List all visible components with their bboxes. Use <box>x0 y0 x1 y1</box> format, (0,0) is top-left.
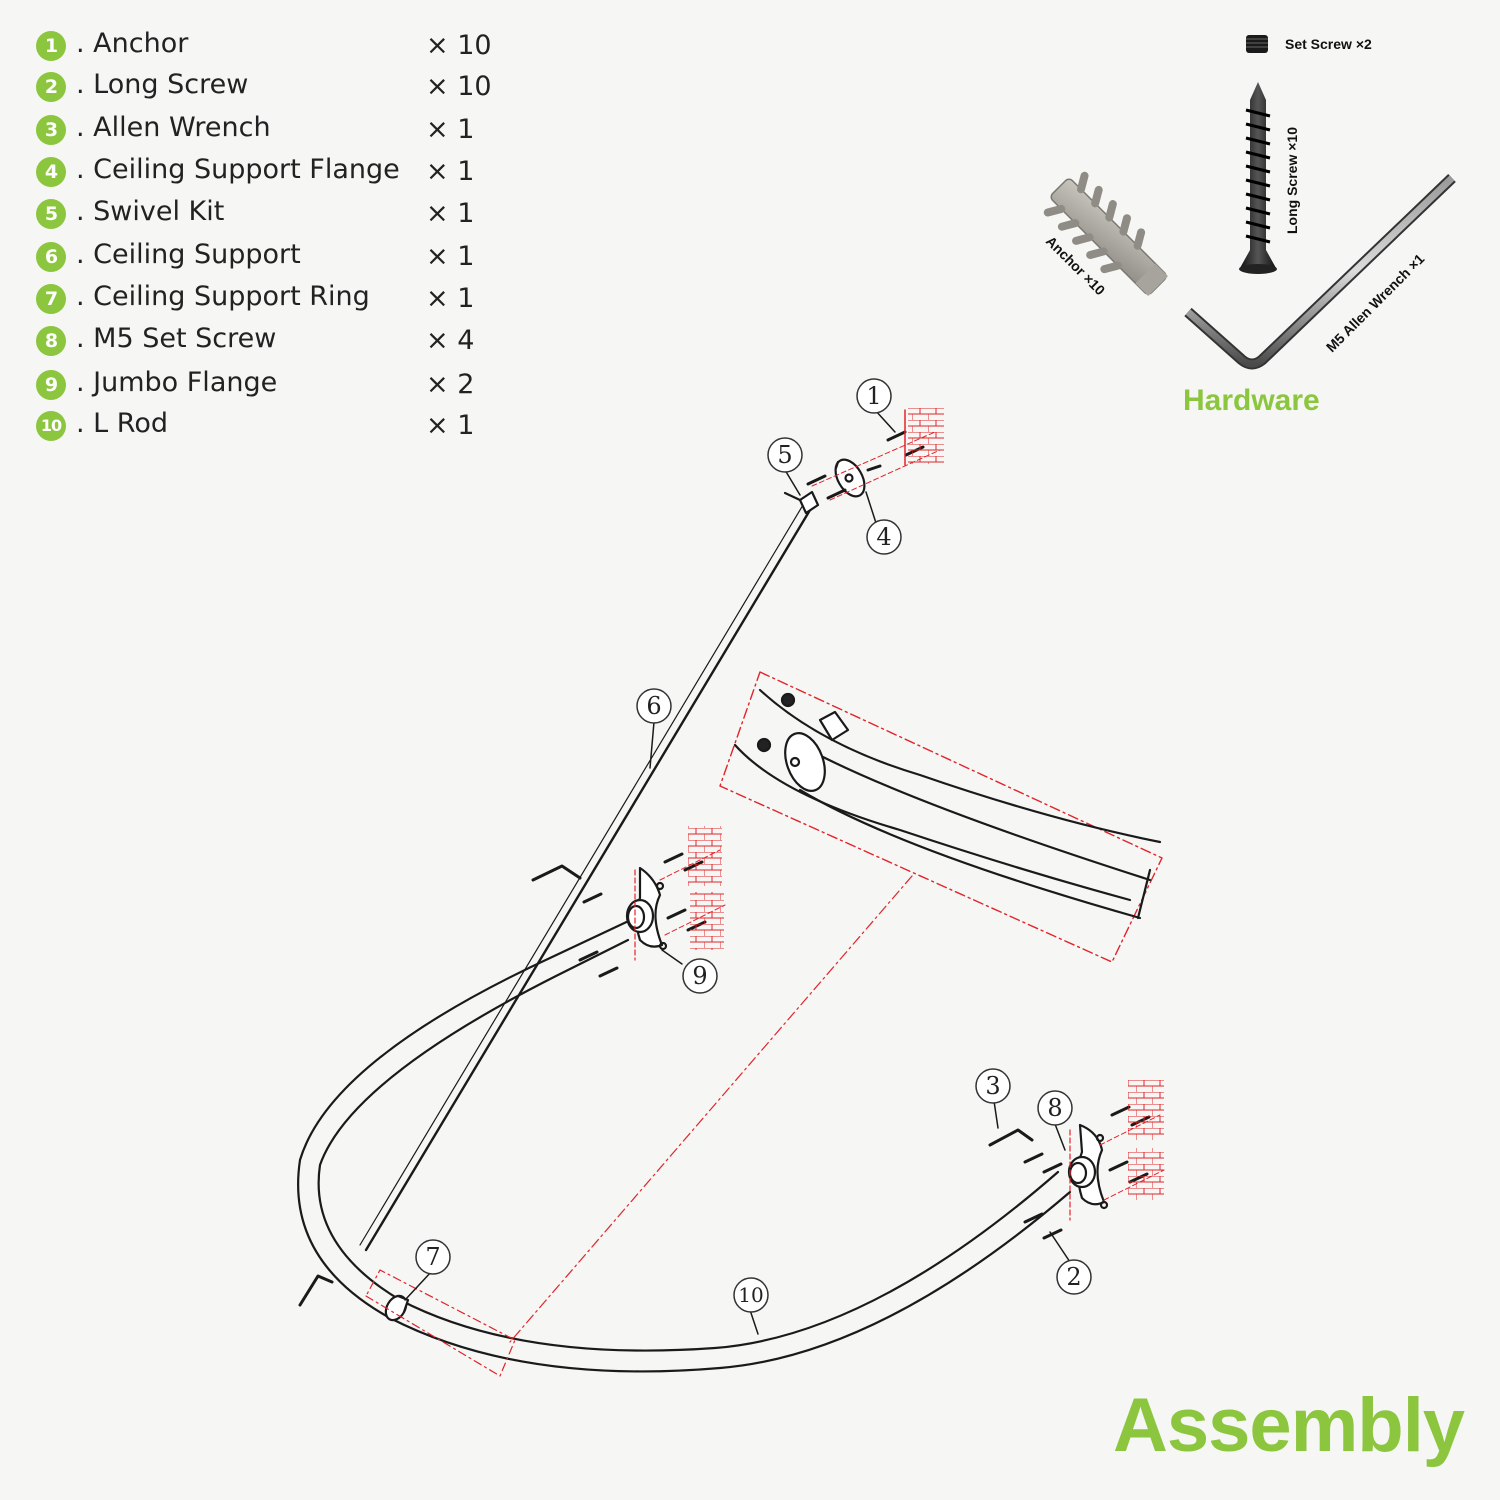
part-quantity: × 1 <box>426 156 475 187</box>
part-number-badge: 4 <box>36 157 66 187</box>
ceiling-flange <box>834 458 866 498</box>
callout-1: 1 <box>856 378 892 414</box>
svg-text:8: 8 <box>1047 1094 1062 1122</box>
svg-text:6: 6 <box>646 692 661 720</box>
part-name: . Allen Wrench <box>76 112 271 143</box>
part-row-swivel-kit: 5 . Swivel Kit × 1 <box>36 196 516 236</box>
detail-view <box>509 671 1163 1343</box>
part-row-ceiling-support-flange: 4 . Ceiling Support Flange × 1 <box>36 154 516 194</box>
part-name: . Long Screw <box>76 69 249 100</box>
allen-wrench-right <box>988 1128 1034 1147</box>
wall-left-upper <box>688 826 722 886</box>
callout-leaders <box>404 409 1071 1335</box>
long-screw-label: Long Screw ×10 <box>1284 127 1300 234</box>
svg-text:10: 10 <box>738 1283 763 1307</box>
part-name: . Swivel Kit <box>76 196 225 227</box>
callout-2: 2 <box>1056 1259 1092 1295</box>
wall-left-lower <box>690 892 724 950</box>
jumbo-flange-left <box>625 866 668 951</box>
wall-right-upper <box>1128 1080 1164 1140</box>
assembly-drawing <box>297 408 1165 1377</box>
svg-text:4: 4 <box>876 523 891 551</box>
svg-text:1: 1 <box>866 382 881 410</box>
part-row-l-rod: 10 . L Rod × 1 <box>36 408 516 448</box>
part-number-badge: 6 <box>36 242 66 272</box>
part-quantity: × 10 <box>426 71 492 102</box>
part-number-badge: 3 <box>36 115 66 145</box>
callout-8: 8 <box>1037 1090 1073 1126</box>
allen-wrench-icon <box>1184 174 1456 370</box>
long-screw-icon <box>1239 82 1277 274</box>
callout-markers: 1 5 4 6 9 3 8 2 7 10 <box>415 378 1092 1313</box>
part-name: . Ceiling Support <box>76 239 301 270</box>
part-row-ceiling-support: 6 . Ceiling Support × 1 <box>36 239 516 279</box>
svg-text:3: 3 <box>985 1072 1000 1100</box>
part-row-jumbo-flange: 9 . Jumbo Flange × 2 <box>36 367 516 407</box>
callout-4: 4 <box>866 519 902 555</box>
part-name: . Jumbo Flange <box>76 367 278 398</box>
part-row-long-screw: 2 . Long Screw × 10 <box>36 69 516 109</box>
part-name: . M5 Set Screw <box>76 323 277 354</box>
part-row-anchor: 1 . Anchor × 10 <box>36 28 516 68</box>
part-name: . Anchor <box>76 28 189 59</box>
callout-9: 9 <box>682 958 718 994</box>
callout-5: 5 <box>767 437 803 473</box>
part-quantity: × 1 <box>426 283 475 314</box>
callout-6: 6 <box>636 688 672 724</box>
part-number-badge: 10 <box>36 411 66 441</box>
part-quantity: × 1 <box>426 241 475 272</box>
assembly-title: Assembly <box>1113 1383 1465 1468</box>
part-row-ceiling-support-ring: 7 . Ceiling Support Ring × 1 <box>36 281 516 321</box>
jumbo-flange-right <box>1067 1123 1109 1210</box>
svg-text:9: 9 <box>692 962 707 990</box>
l-rod-outer <box>297 916 1072 1373</box>
hardware-title: Hardware <box>1183 384 1320 417</box>
wall-right-lower <box>1128 1148 1164 1200</box>
part-quantity: × 1 <box>426 410 475 441</box>
callout-3: 3 <box>975 1068 1011 1104</box>
part-number-badge: 1 <box>36 31 66 61</box>
set-screw-icon <box>1246 35 1268 53</box>
svg-text:2: 2 <box>1066 1263 1081 1291</box>
anchor-icon <box>1043 171 1168 296</box>
callout-10: 10 <box>733 1277 769 1313</box>
callout-7: 7 <box>415 1239 451 1275</box>
ceiling-support-rod <box>364 508 812 1252</box>
svg-text:7: 7 <box>425 1243 440 1271</box>
part-name: . Ceiling Support Flange <box>76 154 400 185</box>
part-number-badge: 5 <box>36 199 66 229</box>
part-quantity: × 10 <box>426 30 492 61</box>
part-quantity: × 4 <box>426 325 475 356</box>
allen-wrench-bottom <box>298 1274 334 1307</box>
part-quantity: × 2 <box>426 369 475 400</box>
part-number-badge: 7 <box>36 284 66 314</box>
wrench-label: M5 Allen Wrench ×1 <box>1323 250 1428 355</box>
part-row-m5-set-screw: 8 . M5 Set Screw × 4 <box>36 323 516 363</box>
part-number-badge: 2 <box>36 72 66 102</box>
l-rod-inner <box>317 938 1060 1352</box>
hardware-panel: Set Screw ×2 Long Screw ×10 Anchor ×10 M… <box>1043 35 1456 370</box>
svg-text:5: 5 <box>777 441 792 469</box>
swivel-kit <box>783 490 820 515</box>
allen-wrench-left <box>531 864 582 882</box>
set-screw-label: Set Screw ×2 <box>1285 36 1372 52</box>
part-name: . L Rod <box>76 408 168 439</box>
part-number-badge: 9 <box>36 370 66 400</box>
part-number-badge: 8 <box>36 326 66 356</box>
part-name: . Ceiling Support Ring <box>76 281 370 312</box>
part-quantity: × 1 <box>426 198 475 229</box>
part-row-allen-wrench: 3 . Allen Wrench × 1 <box>36 112 516 152</box>
part-quantity: × 1 <box>426 114 475 145</box>
